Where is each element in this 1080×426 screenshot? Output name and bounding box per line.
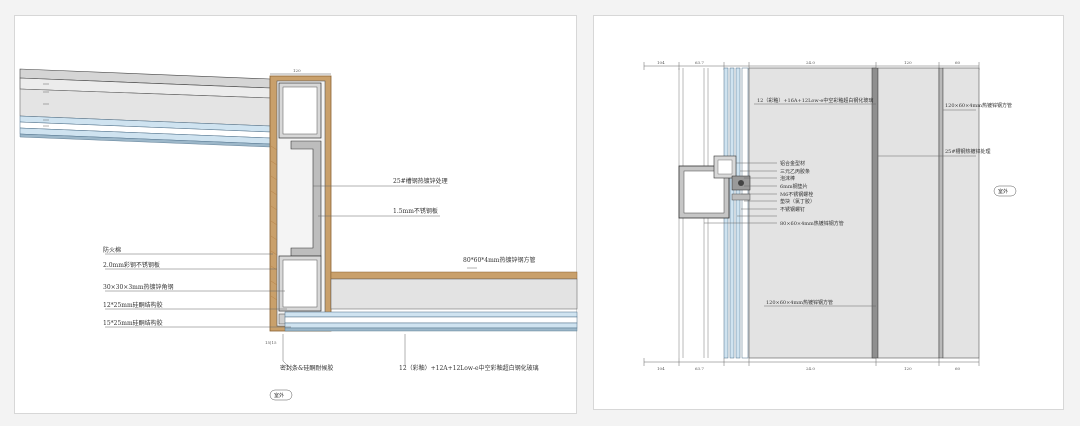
label-square-tube-small: 80×60×4mm热镀锌钢方管: [780, 220, 844, 227]
label-stainless-sheet: 2.0mm彩钢不锈钢板: [103, 261, 160, 269]
left-leader-lines: [105, 185, 477, 372]
label-sealant-15: 15*25mm硅酮结构胶: [103, 319, 163, 327]
dim-top-mid: 24.0: [806, 60, 815, 65]
label-stainless-screw: 不锈钢螺钉: [780, 206, 805, 213]
label-alu-profile: 铝合金型材: [780, 160, 805, 167]
dim-bottom-mid: 24.0: [806, 366, 815, 371]
right-plan-drawing: 104 63.7 24.0 120 60: [593, 15, 1064, 410]
upper-glass-assembly: [19, 68, 271, 148]
bottom-dimension-chain: [643, 358, 980, 366]
label-glass-spec: 12（彩釉）+12A+12Low-e中空彩釉超白钢化玻璃: [399, 364, 539, 372]
dim-top-left-a: 104: [657, 60, 665, 65]
dim-top-right-a: 120: [904, 60, 912, 65]
label-bolt: M6不锈钢螺栓: [780, 191, 813, 198]
lower-glass-assembly: [284, 271, 578, 332]
left-section-drawing: 120: [14, 15, 578, 414]
dim-bottom-left-b: 63.7: [695, 366, 704, 371]
label-steel-treatment: 25#槽钢热镀锌处理: [393, 177, 448, 185]
main-infill-panel: [748, 67, 877, 359]
steel-tube-left-edge: [871, 67, 879, 359]
bottom-steel-box-inner: [282, 259, 318, 308]
label-sealant-12: 12*25mm硅酮结构胶: [103, 301, 163, 309]
label-washer: 6mm钢垫片: [780, 183, 808, 190]
dim-bottom-right-a: 120: [904, 366, 912, 371]
steel-tube-divider: [938, 67, 944, 359]
label-fire-cotton: 防火棉: [103, 246, 121, 254]
alu-bracket-detail: [678, 155, 751, 219]
right-leader-lines: [704, 103, 976, 307]
left-tick-marks: [43, 83, 49, 127]
dim-bottom-left-a: 104: [657, 366, 665, 371]
label-tube-top: 120×60×4mm热镀锌钢方管: [945, 102, 1012, 109]
steel-tube-60: [942, 67, 980, 359]
label-bottom-sealant: 密封条&硅酮耐候胶: [280, 364, 333, 372]
label-tube-bottom: 120×60×4mm热镀锌钢方管: [766, 299, 833, 306]
label-rubber-strip: 三元乙丙胶条: [780, 168, 810, 175]
dim-top-right-b: 60: [955, 60, 961, 65]
label-glass-spec: 12（彩釉）+16A+12Low-e中空彩釉超白钢化玻璃: [757, 97, 873, 104]
label-spacer: 垫块（氯丁胶）: [780, 198, 815, 205]
label-stainless-panel: 1.5mm不锈钢板: [393, 207, 438, 215]
steel-tube-120: [877, 67, 940, 359]
right-plan-svg: 104 63.7 24.0 120 60: [643, 60, 1017, 371]
channel-steel: [290, 140, 322, 257]
exterior-tag-text: 室外: [998, 188, 1008, 195]
label-groove-steel: 25#槽钢热镀锌处理: [945, 148, 991, 155]
label-foam-rod: 泡沫棒: [780, 175, 795, 182]
bottom-dimension-text: 15|15: [265, 340, 277, 345]
insulation-hatch: [270, 145, 278, 301]
exterior-tag-text: 室外: [274, 392, 284, 399]
label-square-tube: 80*60*4mm热镀锌钢方管: [463, 256, 535, 264]
exterior-tag-box: [269, 389, 293, 401]
exterior-tag-box: [993, 185, 1017, 197]
left-section-svg: 120: [19, 68, 578, 401]
dim-top-left-b: 63.7: [695, 60, 704, 65]
label-angle-steel: 30×30×3mm热镀锌角钢: [103, 283, 174, 291]
top-dimension-text: 120: [293, 68, 301, 73]
dim-bottom-right-b: 60: [955, 366, 961, 371]
top-steel-box-inner: [282, 86, 318, 135]
